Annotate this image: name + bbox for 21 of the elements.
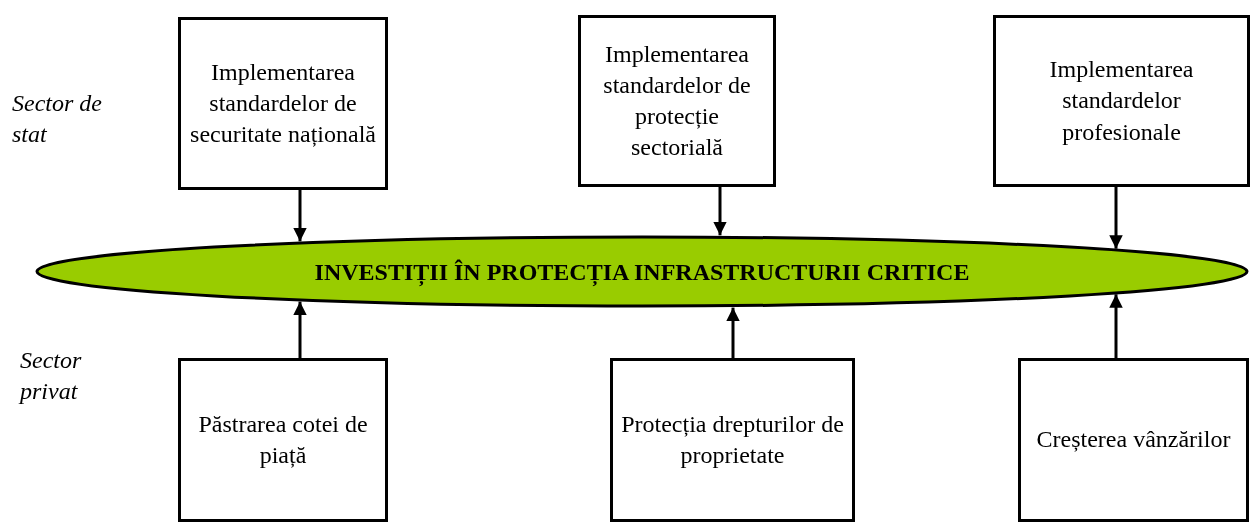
box-label: Implementarea standardelor profesionale bbox=[1048, 55, 1195, 147]
box-label: Păstrarea cotei de piață bbox=[197, 409, 369, 470]
arrow bbox=[1109, 187, 1123, 249]
arrow bbox=[293, 190, 307, 242]
box-label: Creșterea vânzărilor bbox=[1036, 425, 1231, 455]
arrow bbox=[726, 307, 740, 358]
sector-label: Sector de stat bbox=[12, 89, 103, 150]
box-label: Implementarea standardelor de protecție sectorială bbox=[602, 39, 752, 163]
arrow bbox=[1109, 294, 1123, 358]
text-box bbox=[610, 358, 855, 522]
box-label: Implementarea standardelor de securitate națională bbox=[189, 57, 377, 150]
text-box bbox=[578, 15, 776, 187]
text-box bbox=[993, 15, 1250, 187]
text-box bbox=[178, 17, 388, 190]
sector-label: Sector privat bbox=[20, 346, 83, 407]
text-box bbox=[178, 358, 388, 522]
text-box bbox=[1018, 358, 1249, 522]
arrow bbox=[713, 187, 727, 236]
arrow bbox=[293, 301, 307, 358]
oval-label: INVESTIȚII ÎN PROTECȚIA INFRASTRUCTURII CRITICE bbox=[314, 257, 970, 287]
box-label: Protecția drepturilor de proprietate bbox=[621, 409, 844, 470]
